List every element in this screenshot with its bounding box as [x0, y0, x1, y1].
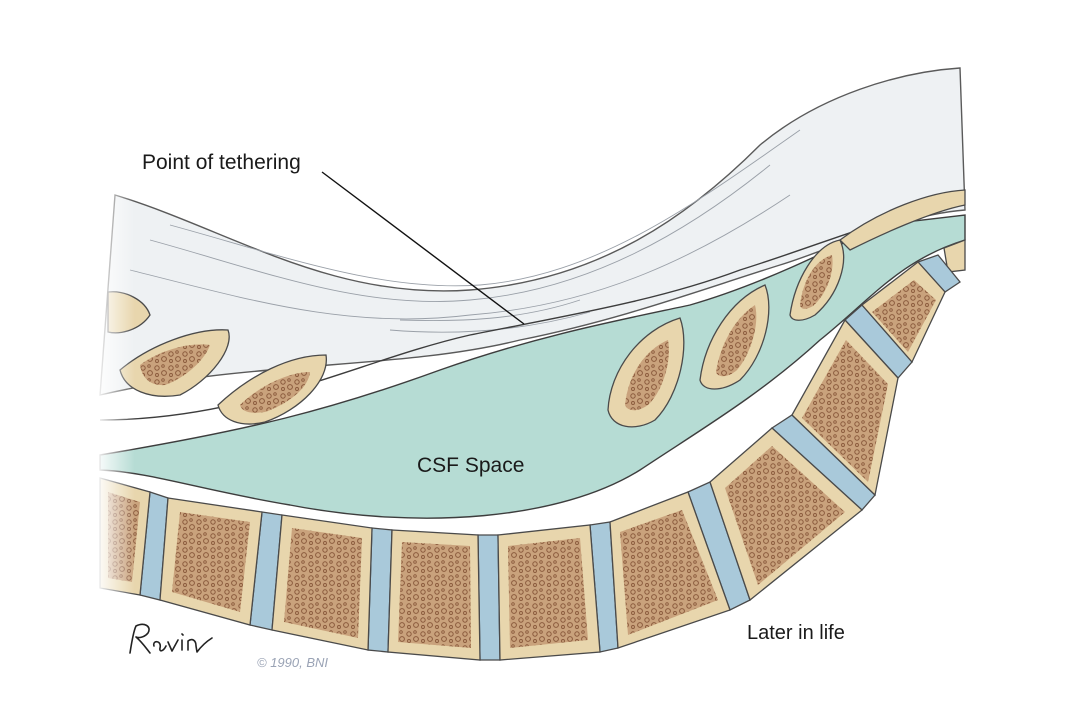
- copyright-notice: © 1990, BNI: [257, 655, 329, 670]
- disc: [477, 534, 501, 661]
- edge-fade: [95, 180, 135, 660]
- csf-space-label: CSF Space: [417, 454, 525, 477]
- csf-space: [99, 214, 966, 519]
- tethering-leader-line: [321, 171, 525, 325]
- artist-signature: [129, 623, 213, 654]
- point-of-tethering-label: Point of tethering: [142, 151, 301, 174]
- cancellous-bone-texture: [108, 280, 936, 648]
- soft-tissue-layer: [99, 67, 966, 396]
- tissue-strands: [129, 129, 801, 333]
- later-in-life-label: Later in life: [747, 622, 845, 644]
- posterior-element-texture: [140, 255, 833, 413]
